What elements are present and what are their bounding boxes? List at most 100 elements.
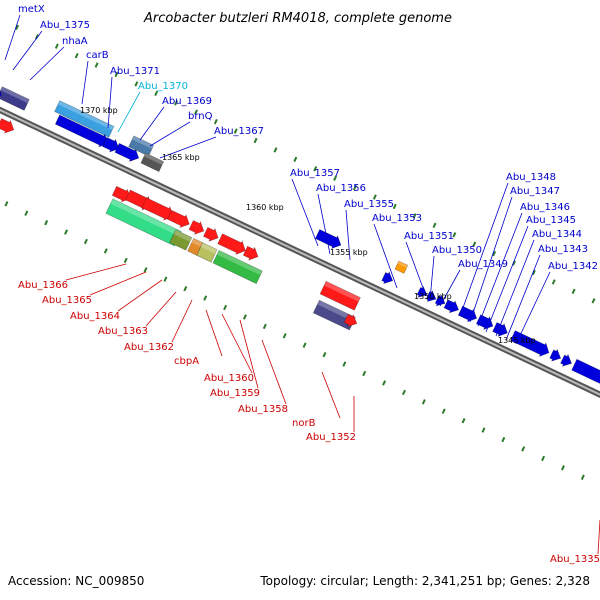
leader-line — [317, 193, 331, 255]
gene-arrow — [571, 358, 600, 387]
tick-dot — [441, 408, 446, 414]
gene-block — [54, 100, 115, 138]
tick-label: 1355 kbp — [330, 248, 368, 257]
leader-line — [145, 291, 177, 327]
gene-label: cbpA — [174, 356, 199, 367]
topology-text: Topology: circular; Length: 2,341,251 bp… — [260, 574, 590, 588]
leader-line — [459, 182, 509, 317]
gene-label: Abu_1369 — [162, 96, 212, 107]
gene-label: Abu_1347 — [510, 186, 560, 197]
gene-label: norB — [292, 418, 316, 429]
leader-line — [345, 209, 351, 261]
tick-dot — [15, 24, 20, 31]
gene-arrow — [443, 299, 460, 314]
leader-line — [515, 271, 551, 345]
gene-label: Abu_1375 — [40, 20, 90, 31]
tick-dot — [103, 248, 108, 254]
leader-line — [221, 313, 253, 374]
leader-line — [469, 196, 513, 323]
gene-label: Abu_1346 — [520, 202, 570, 213]
tick-dot — [44, 219, 49, 226]
gene-arrow — [101, 136, 120, 153]
tick-label: 1345 kbp — [498, 336, 536, 345]
gene-label: Abu_1364 — [70, 311, 120, 322]
gene-arrow — [343, 313, 358, 327]
tick-dot — [481, 427, 486, 433]
tick-dot — [580, 474, 585, 480]
tick-dot — [24, 210, 29, 216]
tick-dot — [333, 175, 338, 181]
gene-label: Abu_1348 — [506, 172, 556, 183]
gene-block — [319, 280, 361, 311]
tick-dot — [362, 370, 367, 377]
gene-arrow — [314, 229, 342, 250]
tick-dot — [541, 455, 546, 462]
gene-label: brnQ — [188, 111, 213, 122]
gene-block — [187, 237, 204, 256]
leader-line — [107, 76, 113, 129]
tick-dot — [54, 43, 59, 49]
gene-block — [196, 242, 218, 263]
gene-label: Abu_1353 — [372, 213, 422, 224]
map-title: Arcobacter butzleri RM4018, complete gen… — [143, 11, 452, 26]
tick-dot — [74, 52, 79, 59]
gene-label: Abu_1355 — [344, 199, 394, 210]
gene-block — [212, 249, 263, 285]
tick-dot — [282, 333, 287, 339]
gene-labels: metXAbu_1375nhaAcarBAbu_1371Abu_1370Abu_… — [4, 4, 600, 565]
tick-dot — [302, 342, 307, 348]
leader-line — [405, 241, 427, 297]
leader-line — [117, 91, 141, 133]
tick-label: 1370 kbp — [80, 106, 118, 115]
tick-dot — [461, 417, 466, 424]
tick-dot — [253, 137, 258, 144]
tick-dot — [353, 184, 357, 191]
leader-line — [373, 223, 398, 289]
leader-line — [505, 254, 541, 341]
tick-dot — [34, 34, 39, 40]
gene-label: Abu_1359 — [210, 388, 260, 399]
gene-label: Abu_1366 — [18, 280, 68, 291]
leader-line — [261, 339, 287, 405]
gene-block — [128, 135, 155, 157]
gene-label: Abu_1365 — [42, 295, 92, 306]
gene-label: nhaA — [62, 36, 88, 47]
tick-dot — [4, 201, 9, 207]
gene-label: Abu_1371 — [110, 66, 160, 77]
gene-arrow — [188, 220, 205, 235]
gene-arrow — [203, 226, 219, 242]
backbone-outer — [0, 106, 600, 398]
gene-arrow — [510, 330, 550, 358]
tick-dot — [293, 156, 298, 163]
gene-label: Abu_1370 — [138, 81, 188, 92]
gene-label: Abu_1349 — [458, 259, 508, 270]
leader-line — [321, 371, 341, 419]
leader-line — [4, 14, 21, 61]
gene-arrow — [111, 185, 132, 203]
leader-line — [65, 263, 127, 281]
tick-dots — [4, 24, 596, 480]
leader-line — [171, 299, 193, 343]
gene-block — [169, 229, 193, 251]
gene-block — [394, 260, 409, 274]
tick-dot — [213, 118, 218, 125]
tick-dot — [412, 213, 417, 219]
backbone-inner — [0, 108, 600, 396]
gene-arrow — [242, 245, 259, 261]
gene-label: Abu_1343 — [538, 244, 588, 255]
tick-dot — [392, 203, 397, 210]
tick-dot — [203, 295, 208, 301]
gene-label: Abu_1357 — [290, 168, 340, 179]
tick-dot — [452, 232, 457, 238]
tick-dot — [114, 71, 119, 78]
tick-dot — [233, 128, 238, 134]
tick-label: 1360 kbp — [246, 203, 284, 212]
tick-dot — [342, 361, 347, 367]
gene-label: Abu_1367 — [214, 126, 264, 137]
leader-line — [429, 255, 435, 301]
leader-line — [477, 212, 523, 327]
gene-label: Abu_1344 — [532, 229, 582, 240]
tick-dot — [492, 250, 497, 257]
tick-dot — [472, 241, 477, 247]
